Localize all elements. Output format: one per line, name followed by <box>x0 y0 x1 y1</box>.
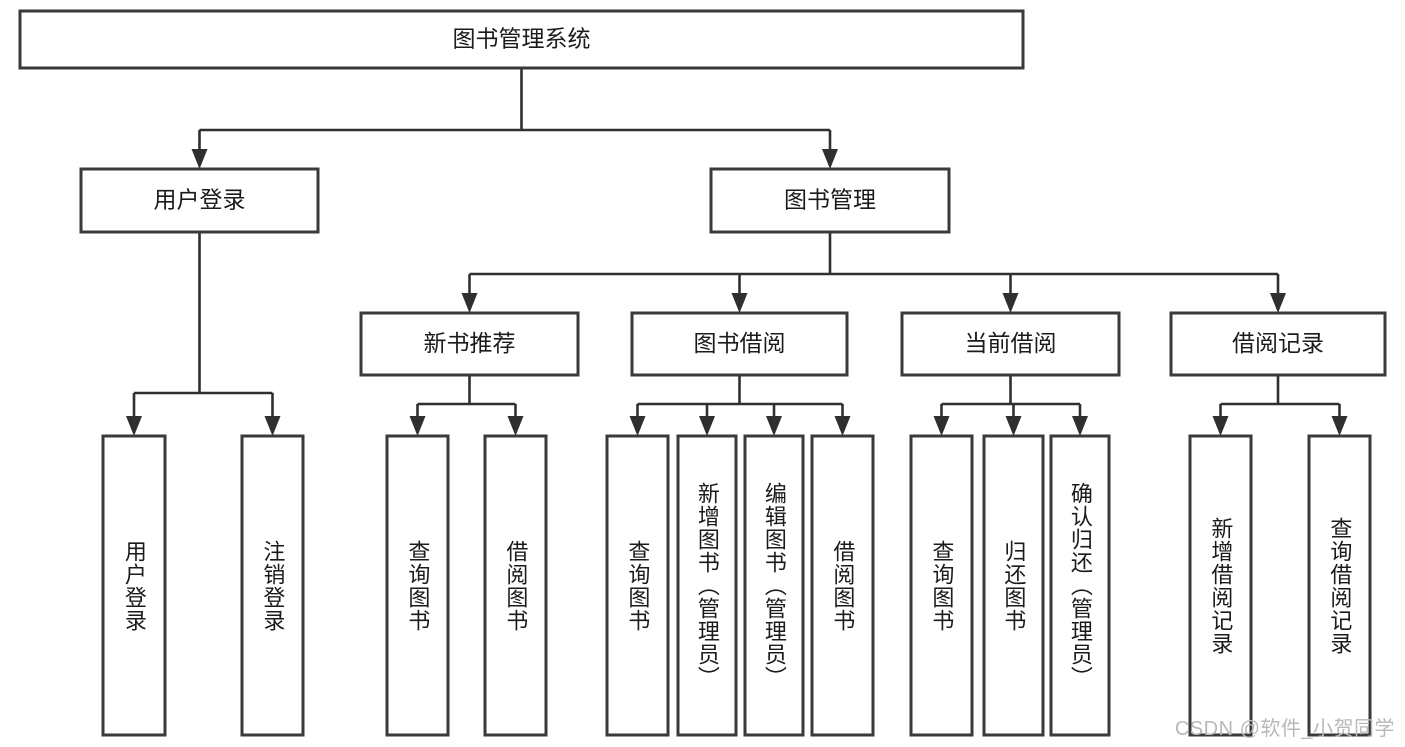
node-label-leaf-confirm-return: 确认归还（管理员） <box>1067 482 1093 689</box>
arrow-head-edge-recommend-borrow <box>507 416 524 436</box>
node-label-root: 图书管理系统 <box>453 26 591 52</box>
arrow-head-edge-borrow-query <box>629 416 646 436</box>
node-box-leaf-add-book[interactable] <box>676 434 738 737</box>
arrow-head-edge-root-user-login <box>191 149 208 169</box>
node-box-borrow-record[interactable] <box>1169 311 1387 377</box>
arrow-head-edge-user-login-leaf-user-logout <box>264 416 281 436</box>
boxes-layer <box>18 9 1387 737</box>
node-box-leaf-query-book-recommend[interactable] <box>385 434 450 737</box>
node-label-leaf-add-borrow-record: 新增借阅记录 <box>1208 516 1234 655</box>
node-label-book-borrow: 图书借阅 <box>694 330 786 356</box>
node-label-wrap-leaf-return-book: 归还图书 <box>984 436 1043 735</box>
node-label-leaf-add-book: 新增图书（管理员） <box>694 482 720 689</box>
node-box-leaf-query-book-current[interactable] <box>909 434 974 737</box>
arrow-head-edge-root-book-manage <box>822 149 838 169</box>
node-label-leaf-query-book-current: 查询图书 <box>929 539 955 632</box>
node-label-wrap-leaf-query-book-current: 查询图书 <box>911 436 972 735</box>
node-box-current-borrow[interactable] <box>900 311 1121 377</box>
node-label-book-manage: 图书管理 <box>784 187 876 213</box>
node-label-wrap-leaf-add-borrow-record: 新增借阅记录 <box>1190 436 1251 735</box>
node-label-wrap-leaf-query-book-recommend: 查询图书 <box>387 436 448 735</box>
node-box-leaf-user-logout[interactable] <box>240 434 305 737</box>
arrow-head-edge-current-query <box>933 416 950 436</box>
node-label-wrap-leaf-user-logout: 注销登录 <box>242 436 303 735</box>
arrow-head-edge-borrow-borrow <box>834 416 851 436</box>
node-label-leaf-user-logout: 注销登录 <box>260 539 286 632</box>
arrow-head-edge-borrow-edit <box>766 416 782 436</box>
node-label-wrap-leaf-confirm-return: 确认归还（管理员） <box>1051 436 1109 735</box>
node-box-leaf-user-login[interactable] <box>101 434 167 737</box>
arrow-head-edge-book-manage-new-book-recommend <box>461 293 478 313</box>
node-label-leaf-query-book-recommend: 查询图书 <box>405 539 431 632</box>
node-label-leaf-query-book-borrow: 查询图书 <box>625 539 651 632</box>
node-box-leaf-query-book-borrow[interactable] <box>605 434 670 737</box>
node-label-wrap-leaf-edit-book: 编辑图书（管理员） <box>745 436 803 735</box>
node-label-leaf-borrow-book-recommend: 借阅图书 <box>503 539 529 632</box>
node-box-new-book-recommend[interactable] <box>359 311 580 377</box>
node-label-new-book-recommend: 新书推荐 <box>424 330 516 356</box>
node-label-wrap-leaf-add-book: 新增图书（管理员） <box>678 436 736 735</box>
node-box-root[interactable] <box>18 9 1025 70</box>
node-box-book-borrow[interactable] <box>630 311 849 377</box>
node-label-wrap-leaf-query-borrow-record: 查询借阅记录 <box>1309 436 1370 735</box>
node-label-wrap-leaf-user-login: 用户登录 <box>103 436 165 735</box>
edges-layer <box>126 68 1348 436</box>
node-box-leaf-edit-book[interactable] <box>743 434 805 737</box>
arrow-head-edge-recommend-query <box>409 416 426 436</box>
node-box-leaf-return-book[interactable] <box>982 434 1045 737</box>
node-label-wrap-leaf-borrow-book-recommend: 借阅图书 <box>485 436 546 735</box>
node-label-wrap-leaf-query-book-borrow: 查询图书 <box>607 436 668 735</box>
node-box-leaf-borrow-book[interactable] <box>810 434 875 737</box>
node-label-wrap-leaf-borrow-book: 借阅图书 <box>812 436 873 735</box>
node-label-current-borrow: 当前借阅 <box>965 330 1057 356</box>
node-box-leaf-query-borrow-record[interactable] <box>1307 434 1372 737</box>
node-label-leaf-user-login: 用户登录 <box>121 539 147 632</box>
node-box-leaf-borrow-book-recommend[interactable] <box>483 434 548 737</box>
arrow-head-edge-borrow-add <box>699 416 715 436</box>
arrow-head-edge-user-login-leaf-user-login <box>126 416 142 436</box>
node-label-leaf-edit-book: 编辑图书（管理员） <box>761 482 787 689</box>
node-box-leaf-add-borrow-record[interactable] <box>1188 434 1253 737</box>
node-label-leaf-query-borrow-record: 查询借阅记录 <box>1327 516 1353 655</box>
node-label-user-login: 用户登录 <box>154 187 246 213</box>
arrow-head-edge-current-confirm <box>1072 416 1088 436</box>
arrow-head-edge-record-add <box>1212 416 1229 436</box>
node-box-leaf-confirm-return[interactable] <box>1049 434 1111 737</box>
watermark-text: CSDN @软件_小贺同学 <box>1174 718 1395 740</box>
arrow-head-edge-current-return <box>1005 416 1022 436</box>
arrow-head-edge-record-query <box>1331 416 1348 436</box>
arrow-head-edge-book-manage-borrow-record <box>1270 293 1286 313</box>
node-label-borrow-record: 借阅记录 <box>1232 330 1324 356</box>
node-box-book-manage[interactable] <box>709 167 951 234</box>
arrow-head-edge-book-manage-book-borrow <box>731 293 748 313</box>
arrow-head-edge-book-manage-current-borrow <box>1002 293 1019 313</box>
node-box-user-login[interactable] <box>79 167 320 234</box>
node-label-leaf-return-book: 归还图书 <box>1001 539 1027 632</box>
node-label-leaf-borrow-book: 借阅图书 <box>830 539 856 632</box>
